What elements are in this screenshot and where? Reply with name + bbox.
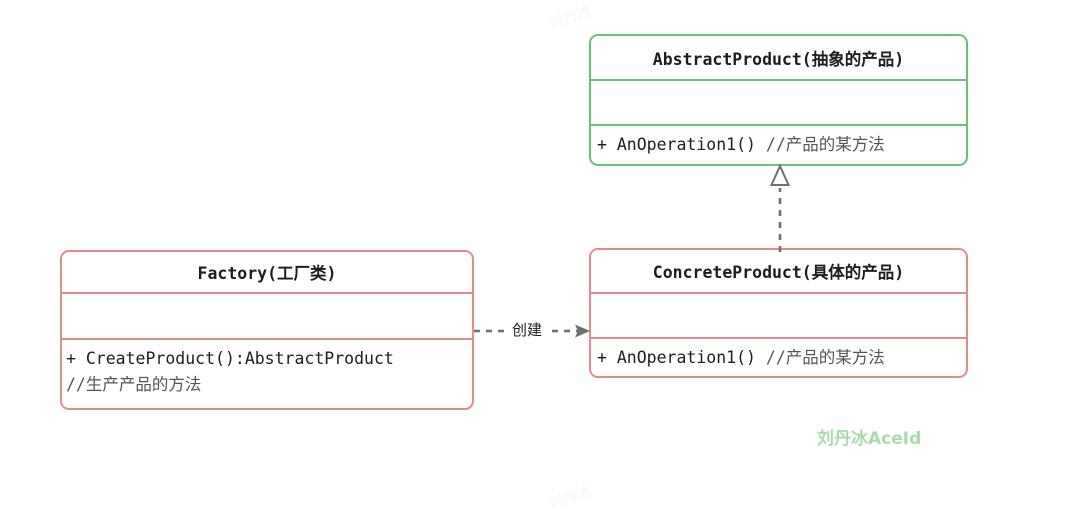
method-comment: //生产产品的方法 — [66, 375, 202, 394]
relation-label-creates: 创建 — [511, 321, 544, 339]
attributes-compartment-factory — [62, 294, 472, 340]
methods-compartment-abstract-product: + AnOperation1() //产品的某方法 — [591, 126, 966, 164]
method-visibility: + — [597, 135, 607, 154]
class-name-abstract-product: AbstractProduct(抽象的产品) — [591, 36, 966, 81]
author-watermark: 刘丹冰AceId — [817, 429, 922, 449]
open-arrow-arrowhead-icon — [575, 324, 590, 338]
class-name-concrete-product: ConcreteProduct(具体的产品) — [591, 250, 966, 294]
background-watermark-bottom: 刘丹冰 — [545, 481, 595, 514]
methods-compartment-factory: + CreateProduct():AbstractProduct //生产产品… — [62, 340, 472, 408]
attributes-compartment-abstract-product — [591, 81, 966, 126]
background-watermark-top: 刘丹冰 — [545, 0, 595, 33]
methods-compartment-concrete-product: + AnOperation1() //产品的某方法 — [591, 339, 966, 376]
attributes-compartment-concrete-product — [591, 294, 966, 339]
class-box-factory[interactable]: Factory(工厂类) + CreateProduct():AbstractP… — [60, 250, 474, 410]
method-row: + CreateProduct():AbstractProduct — [66, 346, 472, 372]
class-box-concrete-product[interactable]: ConcreteProduct(具体的产品) + AnOperation1() … — [589, 248, 968, 378]
class-name-factory: Factory(工厂类) — [62, 252, 472, 294]
hollow-triangle-arrowhead-icon — [769, 163, 791, 186]
relation-dependency-factory-creates-concrete[interactable] — [474, 320, 592, 342]
method-row: + AnOperation1() //产品的某方法 — [597, 345, 966, 371]
method-signature: AnOperation1() — [616, 135, 756, 154]
method-row: + AnOperation1() //产品的某方法 — [597, 132, 966, 158]
method-row: //生产产品的方法 — [66, 372, 472, 398]
method-signature: AnOperation1() — [616, 348, 756, 367]
class-box-abstract-product[interactable]: AbstractProduct(抽象的产品) + AnOperation1() … — [589, 34, 968, 166]
method-signature: CreateProduct():AbstractProduct — [85, 349, 394, 368]
method-visibility: + — [66, 349, 76, 368]
method-visibility: + — [597, 348, 607, 367]
method-comment: //产品的某方法 — [765, 348, 885, 367]
relation-realization-concrete-to-abstract[interactable] — [760, 163, 800, 252]
method-comment: //产品的某方法 — [765, 135, 885, 154]
